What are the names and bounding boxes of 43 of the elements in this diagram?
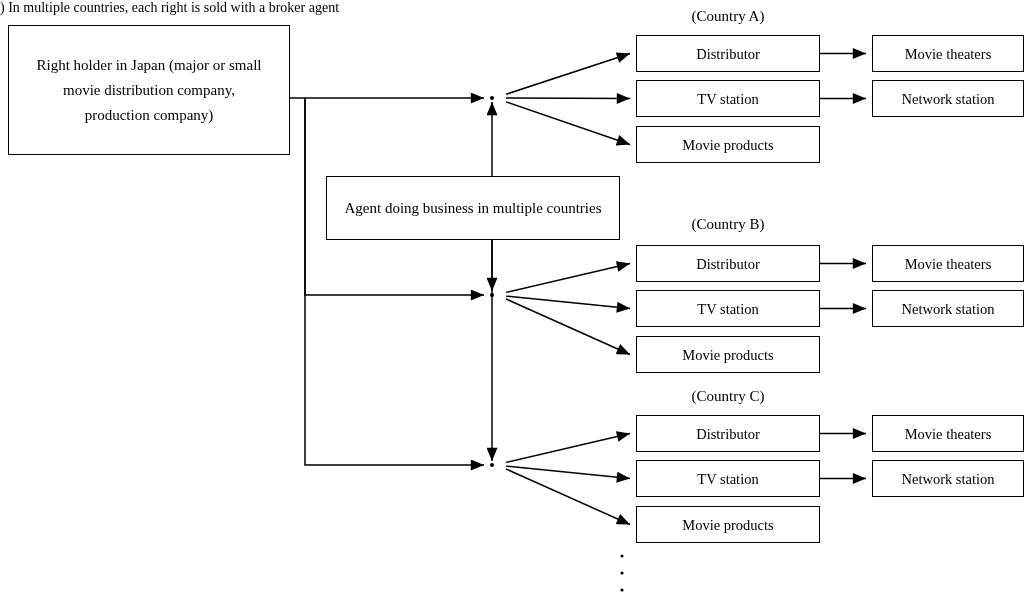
process-box: Distributor (636, 35, 820, 72)
process-box: TV station (636, 460, 820, 497)
process-box: Network station (872, 80, 1024, 117)
process-box: Agent doing business in multiple countries (326, 176, 620, 240)
process-box: Movie products (636, 506, 820, 543)
arrow (505, 295, 631, 313)
arrow (819, 473, 867, 484)
country-heading: (Country A) (691, 8, 765, 25)
arrow (486, 101, 498, 177)
process-box: Distributor (636, 415, 820, 452)
country-heading: (Country C) (691, 388, 765, 405)
country-heading: (Country B) (691, 216, 765, 233)
arrow (505, 465, 631, 483)
arrow (505, 101, 631, 146)
arrow (505, 298, 631, 356)
process-box: Network station (872, 460, 1024, 497)
process-box: Movie theaters (872, 245, 1024, 282)
arrow (505, 468, 631, 526)
junction-point (490, 96, 494, 100)
process-box: Network station (872, 290, 1024, 327)
process-box: TV station (636, 80, 820, 117)
junction-point (490, 463, 494, 467)
arrow (819, 93, 867, 104)
process-box: Movie theaters (872, 35, 1024, 72)
process-box: Movie theaters (872, 415, 1024, 452)
arrow (486, 239, 498, 462)
arrow (505, 261, 631, 294)
process-box: Distributor (636, 245, 820, 282)
arrow (819, 48, 867, 59)
arrow (289, 92, 485, 104)
process-box: TV station (636, 290, 820, 327)
arrow (505, 52, 631, 96)
junction-point (490, 293, 494, 297)
arrow (819, 258, 867, 269)
arrow (304, 97, 485, 471)
process-box: Movie products (636, 336, 820, 373)
arrow (505, 92, 631, 104)
arrow (505, 431, 631, 464)
process-box: Right holder in Japan (major or small movie distribution company, production company) (8, 25, 290, 155)
arrow (819, 303, 867, 314)
arrow (819, 428, 867, 439)
diagram-title: ) In multiple countries, each right is sold with a broker agent (0, 0, 340, 16)
process-box: Movie products (636, 126, 820, 163)
